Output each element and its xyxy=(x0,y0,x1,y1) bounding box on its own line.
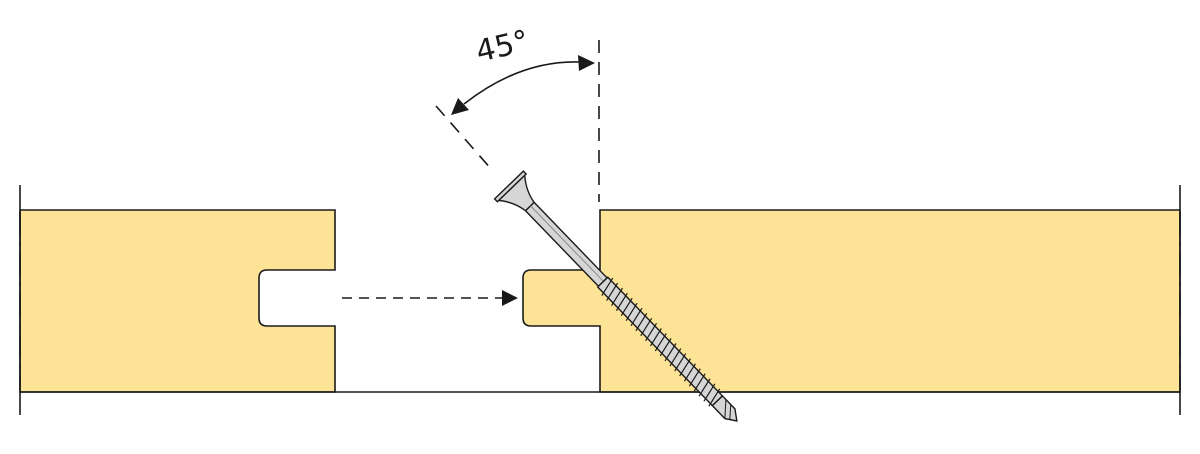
thread-ridge xyxy=(615,292,628,311)
thread-ridge xyxy=(620,297,633,316)
insertion-arrowhead xyxy=(502,290,518,306)
thread-ridge xyxy=(708,388,721,407)
thread-ridge xyxy=(688,368,701,387)
thread-ridge xyxy=(640,318,653,337)
thread-ridge xyxy=(625,302,638,322)
thread-ridge xyxy=(649,328,662,347)
panel-cut-markers xyxy=(19,212,1181,390)
insertion-arrow xyxy=(342,290,518,306)
thread-ridge xyxy=(664,343,677,362)
thread-ridge xyxy=(698,378,711,397)
right-panel xyxy=(522,209,1181,393)
thread-ridge xyxy=(703,383,716,402)
thread-ridge xyxy=(674,353,687,372)
angle-arc xyxy=(451,55,595,115)
thread-ridge xyxy=(679,358,692,377)
thread-ridge xyxy=(645,323,658,342)
screw-head xyxy=(493,170,528,203)
angle-arrowhead-left xyxy=(451,98,469,115)
screw xyxy=(493,170,738,422)
thread-ridge xyxy=(669,348,682,367)
thread-ridge xyxy=(630,307,643,327)
thread-ridge xyxy=(654,333,667,352)
angle-label: 45° xyxy=(473,24,533,70)
angled-reference-line xyxy=(435,105,493,171)
thread-ridge xyxy=(693,373,706,392)
thread-ridge xyxy=(606,282,619,301)
thread-ridge xyxy=(635,312,648,332)
thread-ridge xyxy=(601,277,614,296)
screw-tip xyxy=(711,394,738,422)
thread-ridge xyxy=(611,287,623,306)
left-panel xyxy=(19,209,336,393)
thread-ridge xyxy=(659,338,672,357)
angle-arrowhead-right xyxy=(578,55,595,71)
thread-ridge xyxy=(683,363,696,382)
